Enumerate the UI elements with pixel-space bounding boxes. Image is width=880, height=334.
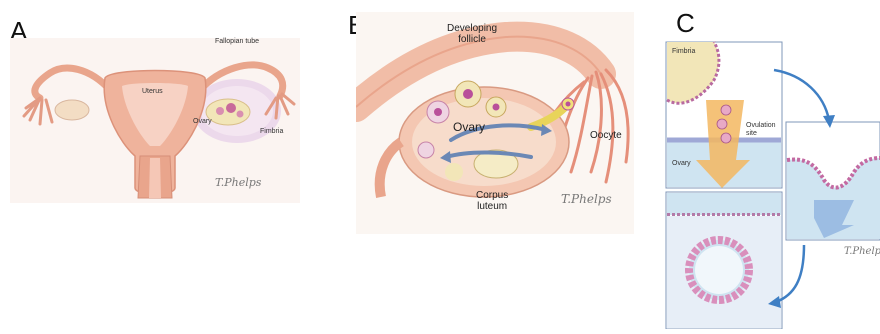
panel-b-illustration: Developing follicle Ovary Oocyte Corpus … [356, 12, 634, 234]
label-ovulation-site-line1: Ovulation [746, 122, 776, 130]
label-ovulation-site-line2: site [746, 130, 776, 138]
label-corpus-luteum-line1: Corpus [476, 190, 508, 201]
panel-c-illustration: Fimbria Ovulation site Ovary T.Phelps [664, 40, 880, 329]
label-ovary-b: Ovary [453, 120, 485, 134]
label-corpus-luteum-line2: luteum [476, 201, 508, 212]
artist-signature-b: T.Phelps [561, 192, 612, 206]
label-developing-follicle-line1: Developing [447, 23, 497, 34]
label-ovary: Ovary [193, 118, 212, 125]
label-ovulation-site: Ovulation site [746, 122, 776, 138]
label-developing-follicle-line2: follicle [447, 34, 497, 45]
label-fimbria: Fimbria [260, 128, 283, 135]
label-uterus: Uterus [142, 88, 163, 95]
panel-c-letter: C [676, 8, 695, 39]
label-developing-follicle: Developing follicle [447, 23, 497, 45]
label-corpus-luteum: Corpus luteum [476, 190, 508, 212]
label-oocyte: Oocyte [590, 130, 622, 141]
label-fallopian-tube: Fallopian tube [215, 38, 259, 45]
label-ovary-c: Ovary [672, 160, 691, 167]
artist-signature-c: T.Phelps [844, 246, 880, 257]
panel-a-illustration: Fallopian tube Uterus Ovary Fimbria T.Ph… [10, 38, 300, 203]
ovulation-sequence-drawing [664, 40, 880, 329]
artist-signature: T.Phelps [215, 176, 261, 189]
label-fimbria-c: Fimbria [672, 48, 695, 55]
